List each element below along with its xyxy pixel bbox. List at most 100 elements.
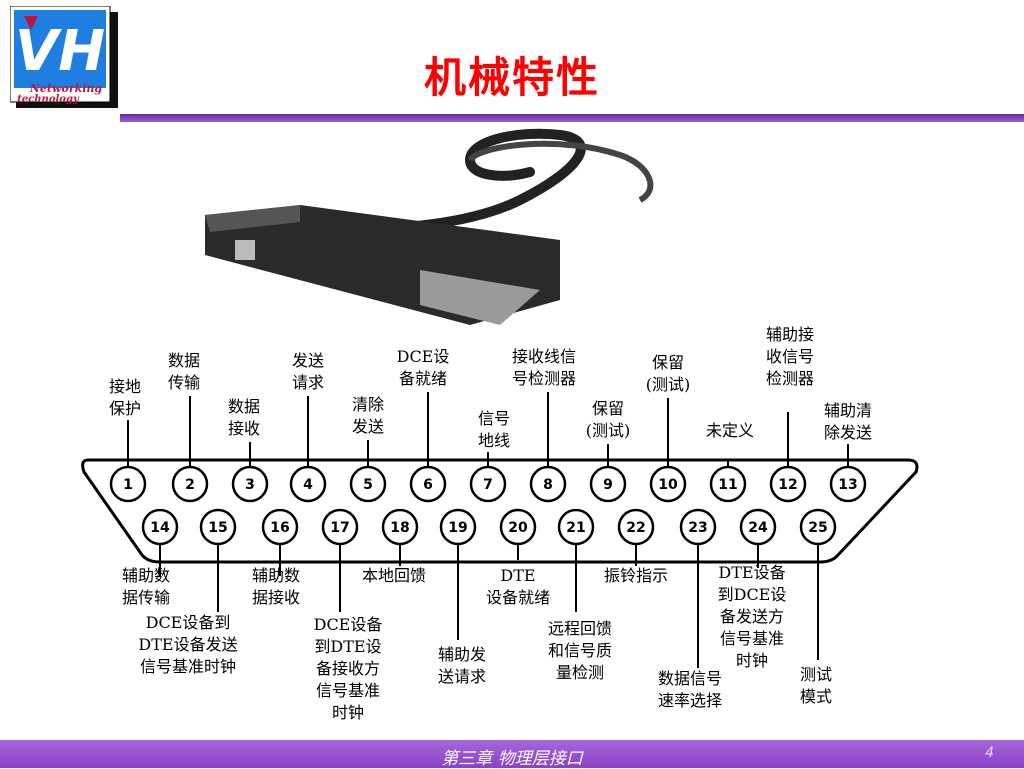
pin-10 <box>649 465 687 503</box>
pin-number-22: 22 <box>626 520 645 536</box>
pin-label-4-line-1: 发送 <box>292 351 324 370</box>
pin-label-20-line-1: DTE <box>500 566 535 585</box>
pin-label-17-line-4: 信号基准 <box>316 681 380 700</box>
pin-1 <box>109 465 147 503</box>
connector-screw <box>235 240 255 260</box>
pin-19 <box>439 508 477 546</box>
pin-label-12-line-3: 检测器 <box>766 369 814 388</box>
pin-label-19: 辅助发送请求 <box>438 645 486 686</box>
pin-label-10-line-1: 保留 <box>652 353 684 372</box>
pin-label-18: 本地回馈 <box>362 566 426 585</box>
pin-label-22: 振铃指示 <box>604 566 668 585</box>
logo-triangle <box>24 16 38 30</box>
slide-title: 机械特性 <box>423 53 600 102</box>
pin-label-25: 测试模式 <box>800 665 832 706</box>
pin-number-8: 8 <box>543 477 553 493</box>
pin-number-18: 18 <box>390 520 409 536</box>
pin-label-14-line-2: 据传输 <box>122 588 170 607</box>
pin-label-24-line-2: 到DCE设 <box>718 585 787 604</box>
connector-photo <box>205 128 654 325</box>
pin-label-10-line-2: (测试) <box>646 375 691 394</box>
pin-label-3-line-2: 接收 <box>228 419 260 438</box>
pin-label-3: 数据接收 <box>228 397 260 438</box>
pin-label-2-line-1: 数据 <box>168 351 200 370</box>
pin-label-15-line-2: DTE设备发送 <box>138 635 237 654</box>
pin-number-2: 2 <box>185 477 195 493</box>
pin-label-17: DCE设备到DTE设备接收方信号基准时钟 <box>314 615 383 722</box>
leader-lines <box>127 392 849 668</box>
pin-label-24-line-1: DTE设备 <box>718 563 785 582</box>
pin-label-17-line-3: 备接收方 <box>316 659 380 678</box>
pin-number-1: 1 <box>123 477 133 493</box>
pin-labels: 接地保护数据传输数据接收发送请求清除发送DCE设备就绪信号地线接收线信号检测器保… <box>109 325 872 722</box>
pin-label-10: 保留 (测试) <box>646 353 691 394</box>
pin-number-16: 16 <box>270 520 289 536</box>
pin-label-17-line-2: 到DTE设 <box>314 637 381 656</box>
pin-label-23-line-2: 速率选择 <box>658 691 722 710</box>
pin-number-15: 15 <box>208 520 227 536</box>
pin-label-3-line-1: 数据 <box>228 397 260 416</box>
pin-number-21: 21 <box>566 520 585 536</box>
pin-label-16-line-1: 辅助数 <box>252 566 300 585</box>
pin-number-5: 5 <box>363 477 373 493</box>
pin-label-24-line-5: 时钟 <box>736 651 768 670</box>
pin-number-3: 3 <box>245 477 255 493</box>
pin-number-19: 19 <box>448 520 467 536</box>
pin-label-9-line-1: 保留 <box>592 399 624 418</box>
pin-label-12-line-2: 收信号 <box>766 347 814 366</box>
page-number: 4 <box>985 745 994 761</box>
pin-6 <box>409 465 447 503</box>
pin-number-4: 4 <box>303 477 313 493</box>
pin-label-8-line-2: 号检测器 <box>512 369 576 388</box>
pin-25 <box>799 508 837 546</box>
pin-label-8-line-1: 接收线信 <box>512 347 576 366</box>
pin-12 <box>769 465 807 503</box>
footer-chapter-title: 第三章 物理层接口 <box>441 749 583 769</box>
pin-label-23: 数据信号速率选择 <box>658 669 722 710</box>
pin-number-11: 11 <box>718 477 737 493</box>
pin-number-23: 23 <box>688 520 707 536</box>
pin-label-11: 未定义 <box>706 421 754 440</box>
pin-number-14: 14 <box>150 520 170 536</box>
pin-15 <box>199 508 237 546</box>
pin-label-23-line-1: 数据信号 <box>658 669 722 688</box>
pin-label-5-line-1: 清除 <box>352 395 384 414</box>
pin-label-21-line-2: 和信号质 <box>548 641 612 660</box>
pin-20 <box>499 508 537 546</box>
connector-cable-loop <box>467 140 654 203</box>
pin-label-12-line-1: 辅助接 <box>766 325 814 344</box>
pin-number-25: 25 <box>808 520 827 536</box>
logo-text-technology: technology <box>17 94 80 105</box>
pin-label-19-line-2: 送请求 <box>438 667 486 686</box>
pin-label-9-line-2: (测试) <box>586 421 631 440</box>
pin-label-17-line-5: 时钟 <box>332 703 364 722</box>
pin-label-21: 远程回馈和信号质量检测 <box>548 619 612 682</box>
logo-letters: VH <box>15 19 105 84</box>
pin-label-1: 接地保护 <box>109 377 141 418</box>
pin-label-25-line-2: 模式 <box>800 687 832 706</box>
logo: VH Networking technology <box>10 6 118 108</box>
pin-7 <box>469 465 507 503</box>
pin-label-14-line-1: 辅助数 <box>122 566 170 585</box>
pin-23 <box>679 508 717 546</box>
pin-label-21-line-1: 远程回馈 <box>548 619 612 638</box>
pin-label-16: 辅助数据接收 <box>252 566 300 607</box>
pin-label-6-line-2: 备就绪 <box>399 369 447 388</box>
pin-number-17: 17 <box>330 520 349 536</box>
pin-21 <box>557 508 595 546</box>
pin-label-8: 接收线信号检测器 <box>512 347 576 388</box>
pin-label-13: 辅助清除发送 <box>824 401 872 442</box>
pin-24 <box>739 508 777 546</box>
pin-16 <box>261 508 299 546</box>
pin-label-4-line-2: 请求 <box>292 373 324 392</box>
pin-number-9: 9 <box>603 477 613 493</box>
connector-plug-face <box>420 270 540 325</box>
pin-2 <box>171 465 209 503</box>
pin-label-24-line-4: 信号基准 <box>720 629 784 648</box>
pin-17 <box>321 508 359 546</box>
pin-label-12: 辅助接收信号检测器 <box>766 325 814 388</box>
pin-9 <box>589 465 627 503</box>
